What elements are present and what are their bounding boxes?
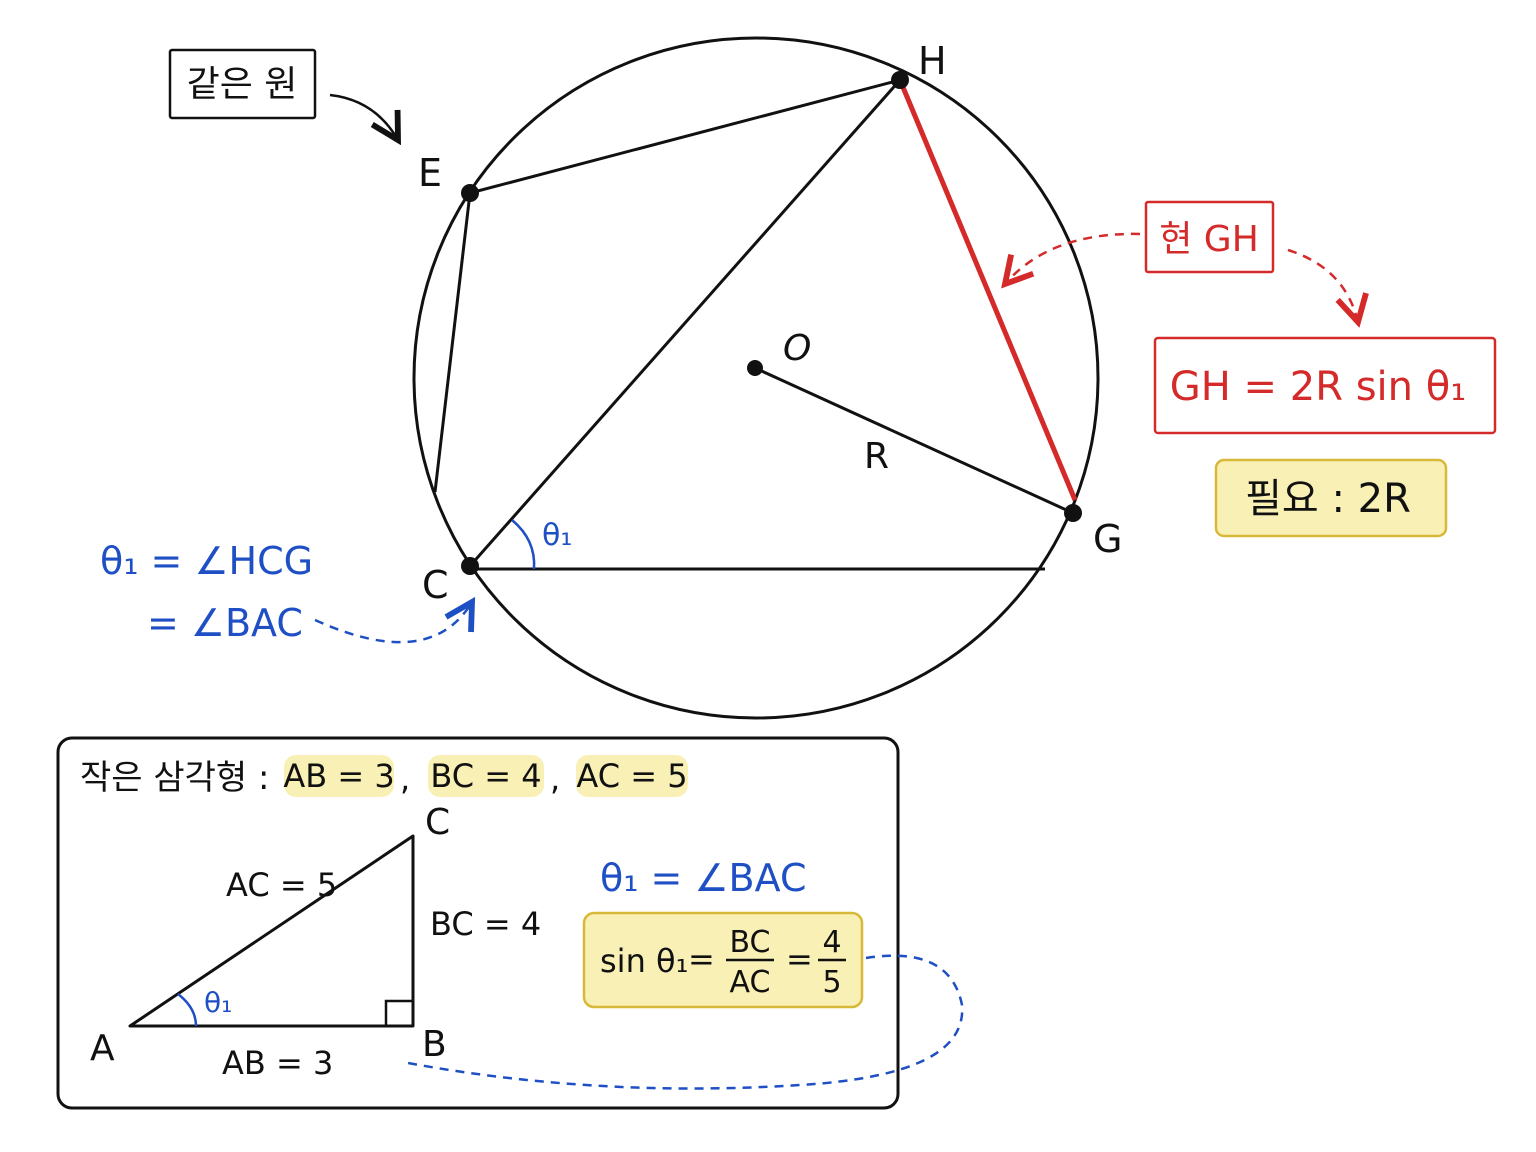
angle-note-arrow xyxy=(314,602,472,644)
point-G xyxy=(1064,504,1082,522)
angle-label-C: θ₁ xyxy=(542,518,572,553)
triangle-panel-border xyxy=(56,736,900,1110)
same-circle-label-group: 같은 원 xyxy=(168,48,398,140)
radius-OG xyxy=(754,366,1074,515)
circumcircle xyxy=(412,36,1100,720)
angle-eq-BAC: θ₁ = ∠BAC xyxy=(600,856,806,900)
label-H: H xyxy=(918,39,947,83)
chip-BC: BC = 4 xyxy=(430,757,541,795)
chip-AB: AB = 3 xyxy=(283,757,394,795)
sin-lhs: sin θ₁ xyxy=(600,942,688,980)
point-H xyxy=(891,71,909,89)
segment-EH xyxy=(469,78,901,195)
label-O: O xyxy=(783,328,811,369)
segment-CH xyxy=(468,79,902,567)
vertex-C: C xyxy=(425,802,450,843)
right-angle-mark xyxy=(384,999,413,1026)
small-triangle-panel: 작은 삼각형 : AB = 3 , BC = 4 , AC = 5 θ₁ A B… xyxy=(56,736,900,1110)
chip-sep-1: , xyxy=(400,760,410,798)
chord-formula-box xyxy=(1153,336,1497,435)
label-R: R xyxy=(864,436,889,477)
need-label: 필요 : 2R xyxy=(1245,476,1411,522)
same-circle-arrow xyxy=(329,93,398,140)
sin-den1: AC xyxy=(730,965,771,1000)
sin-eq2: = xyxy=(786,940,813,978)
chord-label: 현 GH xyxy=(1159,219,1259,260)
inscribed-segments xyxy=(433,78,1074,571)
side-label-vert: BC = 4 xyxy=(430,905,541,943)
triangle-header: 작은 삼각형 : xyxy=(80,758,269,798)
chord-arrow-left xyxy=(1005,232,1141,284)
same-circle-label-box xyxy=(168,48,317,120)
segment-EC xyxy=(433,192,472,493)
label-E: E xyxy=(418,151,442,195)
label-C: C xyxy=(422,563,449,607)
chip-AC: AC = 5 xyxy=(576,757,687,795)
sin-num2: 4 xyxy=(822,925,841,960)
vertex-A: A xyxy=(90,1028,115,1069)
chord-GH xyxy=(897,79,1078,501)
same-circle-label: 같은 원 xyxy=(187,64,298,105)
point-O xyxy=(747,360,763,376)
point-C xyxy=(461,557,479,575)
chord-arrow-down xyxy=(1287,248,1358,322)
angle-eq-line1: θ₁ = ∠HCG xyxy=(100,539,313,583)
chip-BC-bg xyxy=(428,755,544,797)
formula-link-dashed xyxy=(407,954,964,1090)
angle-arc-A xyxy=(177,993,198,1027)
sin-formula-box xyxy=(582,911,864,1009)
angle-note-group: θ₁ = ∠HCG = ∠BAC xyxy=(100,539,472,645)
angle-arc-C xyxy=(511,519,536,570)
need-box xyxy=(1214,458,1448,538)
chip-sep-2: , xyxy=(550,760,560,798)
angle-label-A: θ₁ xyxy=(204,986,232,1019)
side-label-base: AB = 3 xyxy=(222,1044,333,1082)
angle-eq-line2: = ∠BAC xyxy=(147,601,303,645)
sin-num1: BC xyxy=(729,925,770,960)
circle-points xyxy=(461,71,1082,575)
point-E xyxy=(461,184,479,202)
sin-den2: 5 xyxy=(822,965,841,1000)
chord-formula: GH = 2R sin θ₁ xyxy=(1170,364,1467,410)
point-labels: H E O G C R xyxy=(418,39,1122,607)
right-triangle xyxy=(128,834,415,1028)
label-G: G xyxy=(1093,517,1122,561)
sin-eq1: = xyxy=(688,940,715,978)
chip-AC-bg xyxy=(576,755,688,797)
vertex-B: B xyxy=(422,1024,447,1065)
chord-label-box xyxy=(1144,200,1275,274)
side-label-hyp: AC = 5 xyxy=(226,866,337,904)
chord-note-group: 현 GH GH = 2R sin θ₁ 필요 : 2R xyxy=(1005,200,1497,538)
chip-AB-bg xyxy=(284,755,394,797)
